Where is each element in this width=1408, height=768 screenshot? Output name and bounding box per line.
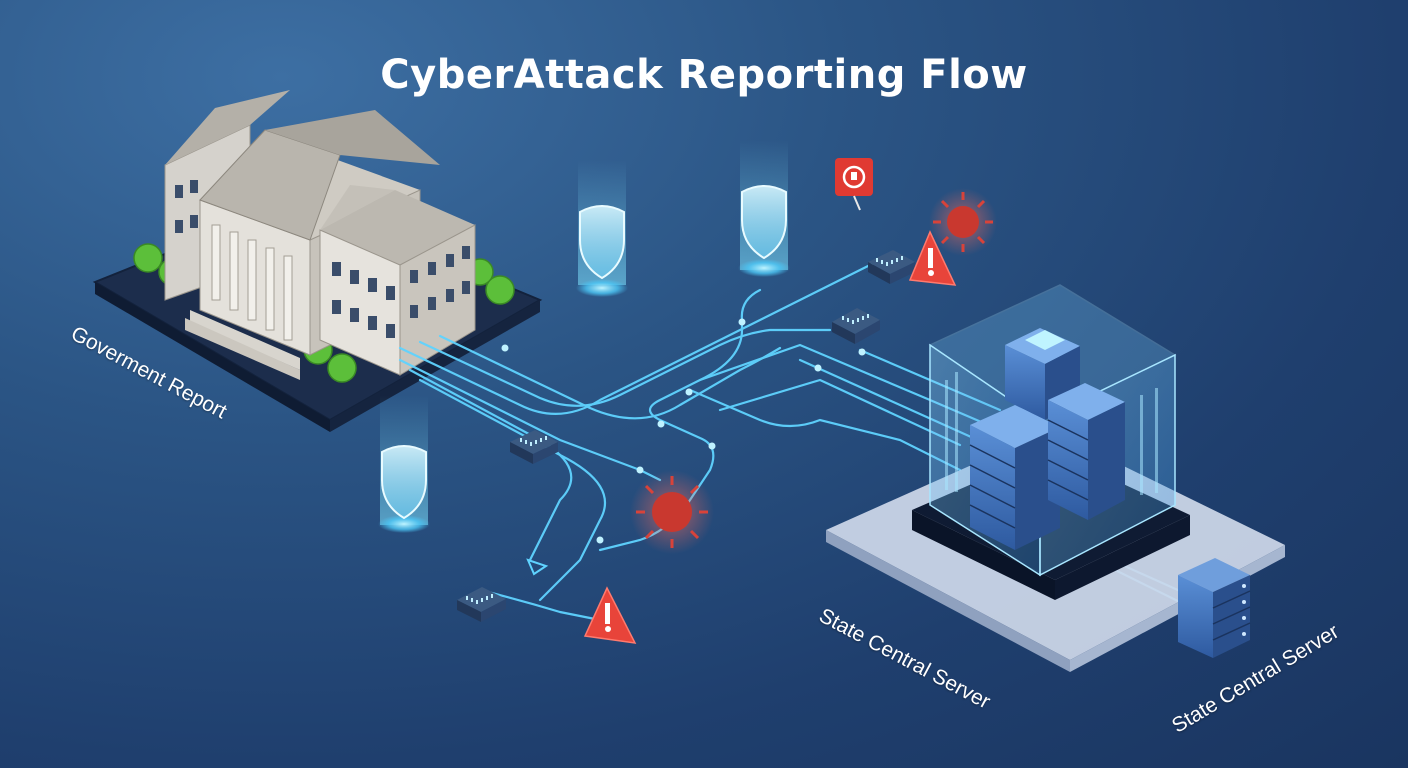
virus-icon: [929, 188, 997, 256]
shield-icon: [378, 395, 430, 533]
server-rack-icon: [969, 405, 1060, 550]
shield-icon: [576, 160, 628, 297]
warning-icon: [908, 230, 957, 286]
network-switch-icon: [868, 250, 915, 284]
network-switch-icon: [832, 308, 880, 344]
virus-icon: [630, 470, 714, 554]
server-rack-icon: [1047, 383, 1125, 520]
government-building-icon: [164, 90, 476, 380]
flow-arrow-icon: [526, 558, 549, 576]
alert-badge-icon: [835, 158, 873, 211]
network-switch-icon: [457, 587, 506, 622]
diagram-title: CyberAttack Reporting Flow: [380, 52, 1028, 98]
server-rack-icon: [1178, 558, 1251, 658]
warning-icon: [583, 586, 637, 644]
network-switch-icon: [510, 430, 558, 464]
data-glow-bars: [945, 372, 1158, 495]
flow-nodes: [501, 318, 866, 544]
shield-icon: [738, 140, 790, 277]
